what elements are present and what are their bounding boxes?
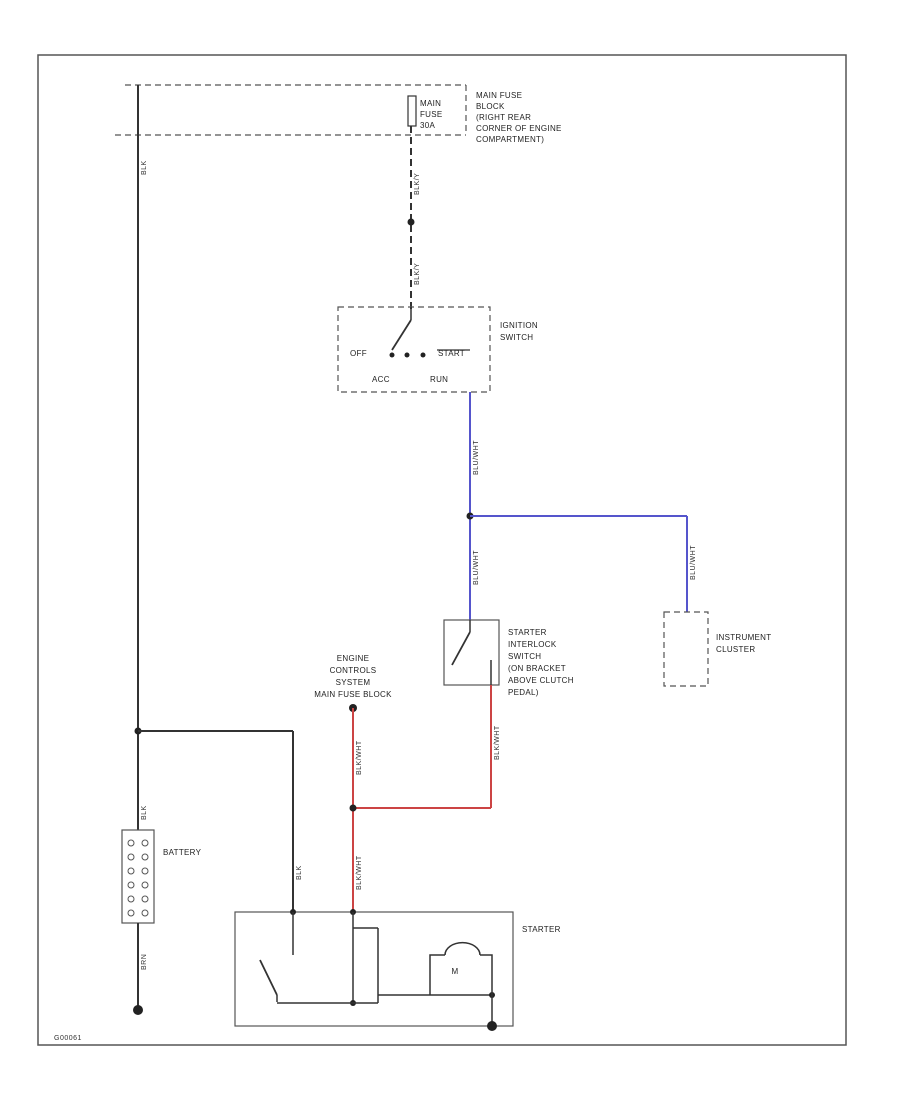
fuse-to-ignition-wire: BLK/Y BLK/Y	[407, 126, 421, 310]
starter-ground-point	[487, 1021, 497, 1031]
wire-label-starter-feed: BLK	[296, 865, 303, 880]
wire-label-battery-to-fuse: BLK	[141, 160, 148, 175]
main-fuse-inner-label-3: 30A	[420, 121, 435, 130]
wire-label-engine-controls-out: BLK/WHT	[356, 740, 363, 775]
wire-label-battery-plus: BLK	[141, 805, 148, 820]
blue-ignition-run-wires: BLU/WHT BLU/WHT BLU/WHT	[466, 392, 697, 620]
main-fuse-inner-label-2: FUSE	[420, 110, 443, 119]
starter-interlock-label-5: ABOVE CLUTCH	[508, 676, 574, 685]
engine-controls-label-2: CONTROLS	[330, 666, 377, 675]
starter-interlock-label-4: (ON BRACKET	[508, 664, 566, 673]
ignition-off-label: OFF	[350, 349, 367, 358]
starter: M STARTER	[234, 909, 561, 1031]
instrument-cluster-label-2: CLUSTER	[716, 645, 755, 654]
battery-label: BATTERY	[163, 848, 202, 857]
starter-label: STARTER	[522, 925, 561, 934]
main-fuse-block-label-4: CORNER OF ENGINE	[476, 124, 562, 133]
wire-label-interlock-out: BLK/WHT	[494, 725, 501, 760]
engine-controls-fuse-block: ENGINE CONTROLS SYSTEM MAIN FUSE BLOCK	[314, 654, 392, 712]
wire-label-fuse-to-ign-upper: BLK/Y	[414, 173, 421, 195]
connector-fuse-output	[407, 218, 415, 226]
starter-motor-label: M	[452, 967, 459, 976]
engine-controls-label-1: ENGINE	[337, 654, 369, 663]
ignition-switch: OFF START ACC RUN IGNITION SWITCH	[337, 306, 538, 393]
junction-red-merge	[349, 804, 357, 812]
wire-label-to-starter-solenoid: BLK/WHT	[356, 855, 363, 890]
battery: BATTERY BRN	[121, 829, 202, 1015]
figure-id: G00061	[54, 1035, 82, 1042]
main-fuse-block-label-1: MAIN FUSE	[476, 91, 522, 100]
main-fuse-block-label-2: BLOCK	[476, 102, 505, 111]
red-starter-signal-wires: BLK/WHT BLK/WHT BLK/WHT	[349, 685, 501, 912]
wire-label-ign-run-out: BLU/WHT	[473, 440, 480, 475]
starter-interlock-label-3: SWITCH	[508, 652, 541, 661]
wire-label-to-interlock: BLU/WHT	[473, 550, 480, 585]
ignition-switch-label-1: IGNITION	[500, 321, 538, 330]
starter-interlock-switch: STARTER INTERLOCK SWITCH (ON BRACKET ABO…	[443, 619, 574, 697]
battery-ground-point	[133, 1005, 143, 1015]
engine-controls-label-4: MAIN FUSE BLOCK	[314, 690, 392, 699]
starter-interlock-label-6: PEDAL)	[508, 688, 539, 697]
ignition-switch-label-2: SWITCH	[500, 333, 533, 342]
battery-feed-wire: BLK BLK	[134, 85, 148, 830]
wire-label-battery-ground: BRN	[141, 954, 148, 970]
engine-controls-label-3: SYSTEM	[336, 678, 371, 687]
main-fuse-inner-label-1: MAIN	[420, 99, 441, 108]
main-fuse-block: MAIN FUSE 30A MAIN FUSE BLOCK (RIGHT REA…	[115, 84, 562, 144]
instrument-cluster: INSTRUMENT CLUSTER	[663, 611, 771, 687]
main-fuse-block-label-3: (RIGHT REAR	[476, 113, 531, 122]
ignition-start-label: START	[438, 349, 465, 358]
ignition-acc-label: ACC	[372, 375, 390, 384]
wire-label-to-cluster: BLU/WHT	[690, 545, 697, 580]
instrument-cluster-label-1: INSTRUMENT	[716, 633, 771, 642]
wire-label-fuse-to-ign-lower: BLK/Y	[414, 263, 421, 285]
starter-feed-wire: BLK	[138, 730, 303, 912]
ignition-run-label: RUN	[430, 375, 448, 384]
main-fuse-block-label-5: COMPARTMENT)	[476, 135, 544, 144]
diagram-frame	[37, 54, 847, 1046]
starter-interlock-label-1: STARTER	[508, 628, 547, 637]
starter-interlock-label-2: INTERLOCK	[508, 640, 557, 649]
